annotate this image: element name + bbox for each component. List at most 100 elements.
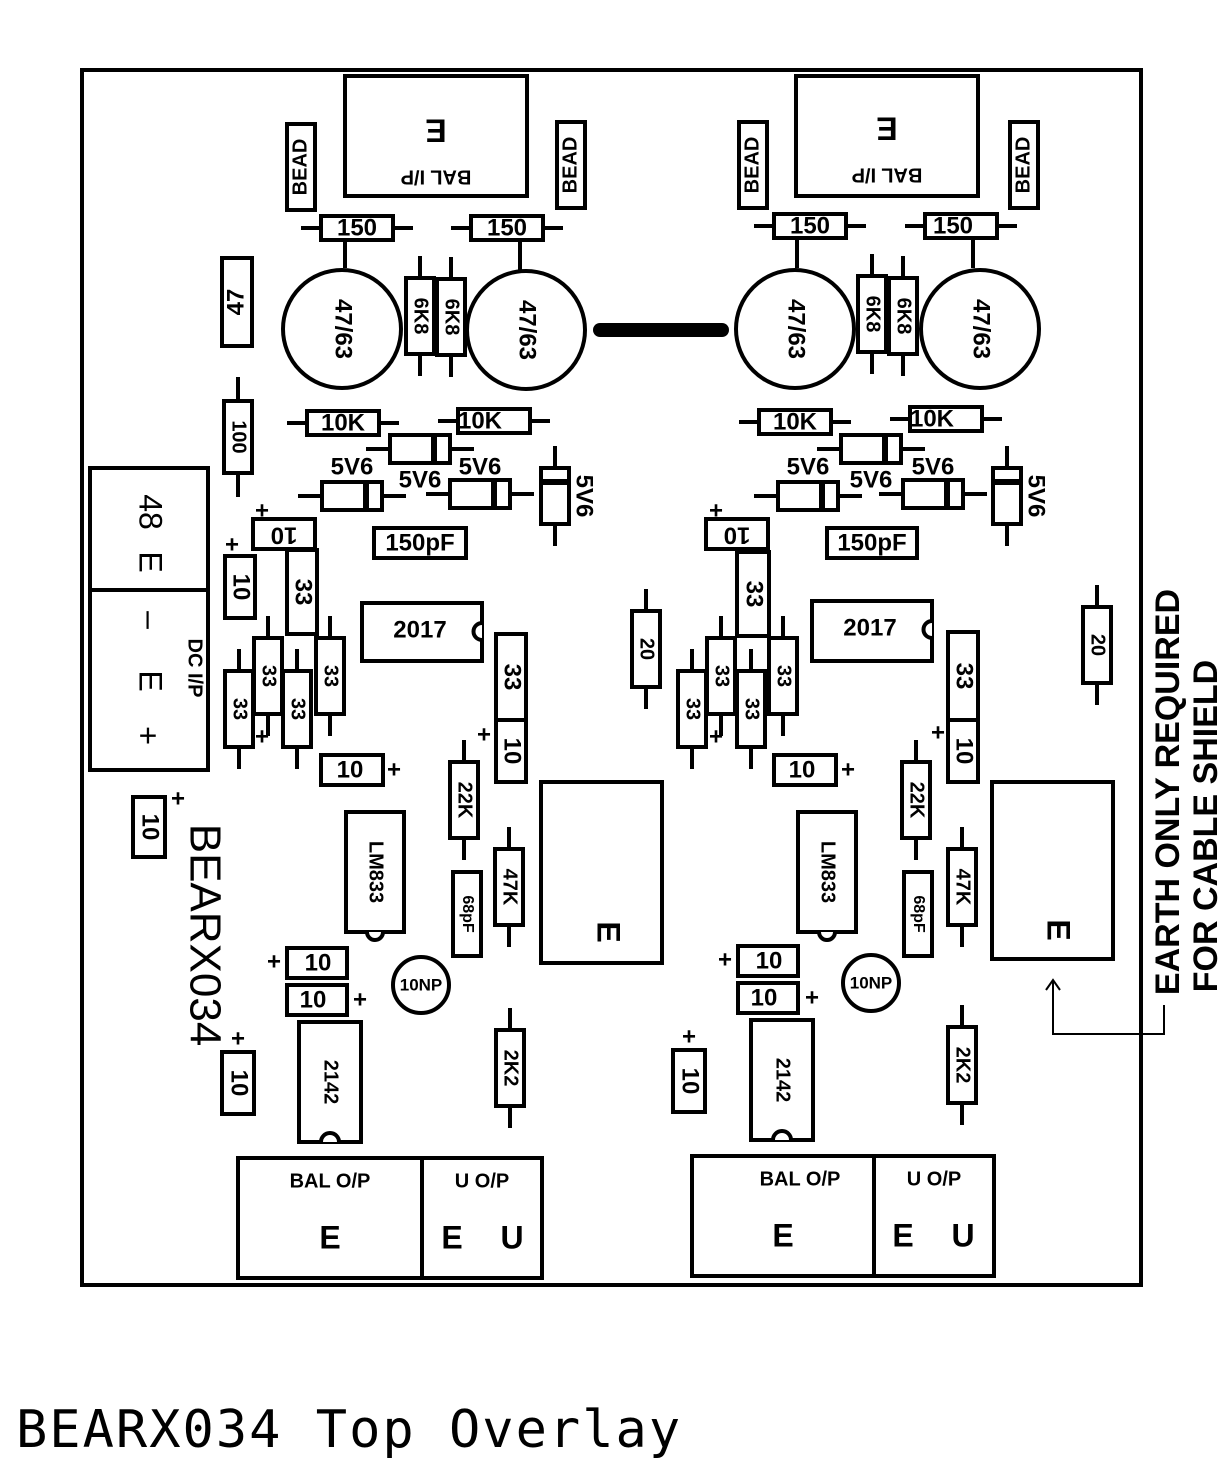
svg-text:33: 33 [499, 664, 526, 691]
output-connector-right: BAL O/P U O/P E E U [690, 1154, 996, 1278]
cap-47-63-right-a: 47/63 [734, 268, 856, 390]
pad-e-right: E [990, 780, 1115, 961]
svg-text:100: 100 [228, 420, 250, 453]
svg-text:+: + [387, 756, 401, 783]
svg-text:10K: 10K [773, 408, 818, 435]
svg-text:33: 33 [711, 665, 733, 687]
resistor-22k-left: 22K [448, 738, 480, 862]
zener-5v6-left-b: 5V6 [366, 435, 474, 493]
svg-text:33: 33 [741, 698, 763, 720]
svg-text:47/63: 47/63 [514, 300, 541, 360]
resistor-6k8-right-b: 6K8 [887, 254, 919, 378]
cap-47-63-left-b: 47/63 [465, 269, 587, 391]
cap-10-left-bottom: 10 + [220, 1025, 256, 1116]
dc-input-label: DC I/P [184, 639, 206, 698]
output-connector-left: BAL O/P U O/P E E U [236, 1156, 544, 1280]
bal-output-label-left: BAL O/P [290, 1170, 371, 1192]
channel-right: E BAL I/P BEAD BEAD 150 150 47/63 47/63 [671, 74, 1115, 1278]
svg-text:U: U [500, 1219, 523, 1255]
svg-text:5V6: 5V6 [1023, 475, 1050, 518]
svg-text:10: 10 [499, 738, 526, 765]
cap-10-left-top: 10 + [251, 497, 317, 551]
svg-text:10NP: 10NP [400, 975, 443, 994]
resistor-33-left-box: 33 [285, 548, 319, 636]
svg-text:10K: 10K [458, 407, 503, 434]
resistor-10k-right-a: 10K [737, 408, 853, 436]
svg-text:47K: 47K [499, 869, 521, 906]
cap-10-right-low-b: 10 + [736, 981, 819, 1015]
svg-text:10K: 10K [910, 405, 955, 432]
svg-text:150: 150 [933, 212, 973, 239]
resistor-33-left-a: 33 [223, 647, 255, 771]
svg-text:33: 33 [773, 665, 795, 687]
svg-text:5V6: 5V6 [459, 453, 502, 480]
resistor-10k-right-b: 10K [888, 405, 1004, 433]
svg-text:10: 10 [305, 949, 332, 976]
zener-5v6-right-d: 5V6 [993, 446, 1050, 546]
svg-text:BAL I/P: BAL I/P [852, 164, 923, 186]
cap-10-left-low-a: 10 + [267, 946, 349, 980]
resistor-150-right-a: 150 [752, 212, 868, 240]
dc-input-connector: 48 E – E + DC I/P [88, 466, 210, 772]
svg-text:10: 10 [337, 756, 364, 783]
zener-5v6-right-c: 5V6 [879, 453, 987, 508]
svg-text:E: E [591, 921, 627, 942]
cap-10-right-mid: 10 + [772, 753, 855, 787]
zener-5v6-right-a: 5V6 [754, 453, 862, 510]
resistor-33-right-a: 33 [676, 647, 708, 771]
svg-text:150pF: 150pF [385, 529, 454, 556]
svg-text:+: + [171, 785, 185, 812]
svg-text:5V6: 5V6 [331, 453, 374, 480]
svg-text:6K8: 6K8 [410, 298, 432, 335]
svg-text:+: + [709, 723, 723, 750]
resistor-33-left-d: 33 [314, 614, 346, 738]
earth-note-line1: EARTH ONLY REQUIRED [1149, 589, 1187, 995]
resistor-33-left-stack: 33 [494, 632, 528, 722]
cap-10-right-top: 10 + [704, 497, 770, 551]
cap-47-63-left-a: 47/63 [281, 268, 403, 390]
cap-10-board-name: 10 + [131, 785, 185, 859]
svg-text:33: 33 [258, 665, 280, 687]
ic-lm833-left: LM833 [344, 810, 406, 942]
svg-text:10: 10 [756, 947, 783, 974]
svg-text:5V6: 5V6 [571, 475, 598, 518]
svg-text:33: 33 [682, 698, 704, 720]
svg-text:+: + [255, 497, 269, 524]
bead-right-a: BEAD [737, 120, 769, 210]
resistor-33-right-c: 33 [735, 647, 767, 771]
ic-lm833-right: LM833 [796, 810, 858, 942]
zener-5v6-left-c: 5V6 [426, 453, 534, 508]
svg-text:U: U [951, 1217, 974, 1253]
svg-text:BEAD: BEAD [1012, 137, 1034, 194]
resistor-22k-right: 22K [900, 738, 932, 862]
svg-text:2017: 2017 [843, 614, 896, 641]
svg-text:+: + [931, 719, 945, 746]
cap-10-left-low-b: 10 + [285, 983, 367, 1017]
svg-text:47/63: 47/63 [783, 299, 810, 359]
svg-text:10: 10 [677, 1068, 704, 1095]
svg-text:BEAD: BEAD [289, 139, 311, 196]
svg-text:10: 10 [137, 814, 164, 841]
bal-input-label: BAL I/P [401, 166, 472, 188]
resistor-6k8-left-b: 6K8 [435, 255, 467, 379]
svg-text:33: 33 [951, 663, 978, 690]
svg-text:20: 20 [1087, 634, 1109, 656]
resistor-6k8-left-a: 6K8 [404, 254, 436, 378]
svg-text:48: 48 [133, 494, 169, 530]
svg-text:2142: 2142 [320, 1060, 342, 1105]
ic-2142-right: 2142 [749, 1018, 815, 1142]
svg-text:BEAD: BEAD [741, 137, 763, 194]
svg-text:10: 10 [789, 756, 816, 783]
svg-text:5V6: 5V6 [787, 453, 830, 480]
resistor-33-right-d: 33 [767, 614, 799, 738]
overlay-caption: BEARX034 Top Overlay [16, 1400, 683, 1460]
svg-text:2017: 2017 [393, 616, 446, 643]
bal-input-pin-e: E [425, 113, 446, 149]
svg-text:2142: 2142 [772, 1058, 794, 1103]
svg-text:33: 33 [229, 698, 251, 720]
earth-note: EARTH ONLY REQUIRED FOR CABLE SHIELD [1045, 589, 1225, 1035]
earth-note-line2: FOR CABLE SHIELD [1187, 660, 1225, 992]
svg-text:150: 150 [337, 214, 377, 241]
svg-text:E: E [772, 1217, 793, 1253]
board-name: BEARX034 [180, 824, 229, 1047]
